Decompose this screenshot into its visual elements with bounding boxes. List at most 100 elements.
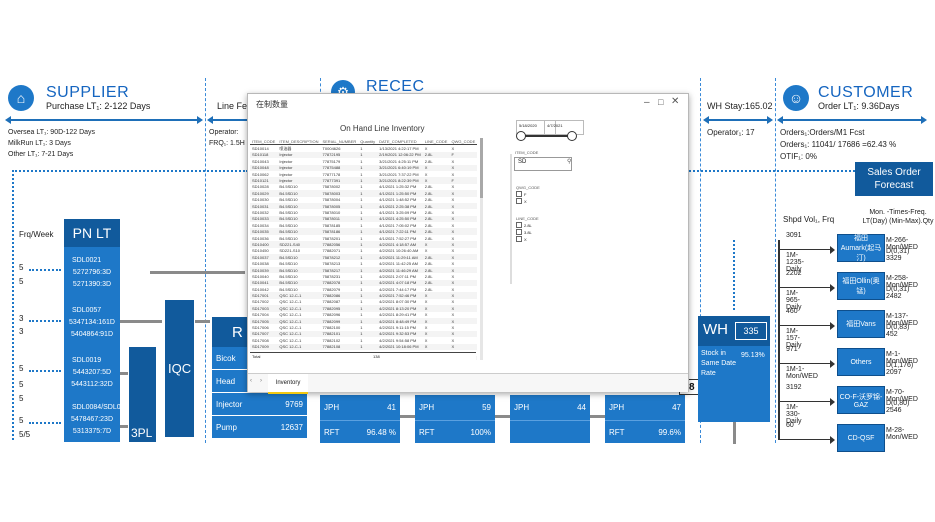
table-cell: 77875488 (320, 164, 359, 171)
table-column-header[interactable]: ITEM_DESCRIPTION (279, 138, 319, 144)
close-icon[interactable]: ✕ (671, 96, 680, 107)
date-slider-handle-right[interactable] (567, 131, 577, 141)
cust-vol: 60 (786, 422, 794, 429)
date-from-input[interactable]: 5/18/2020 (516, 120, 556, 135)
checkbox[interactable] (516, 229, 522, 235)
date-to-input[interactable]: 4/7/2021 (544, 120, 584, 135)
cust-range: D(0,80) 2546 (886, 400, 910, 414)
checkbox[interactable] (516, 236, 522, 242)
table-column-header[interactable]: ITEM_CODE (252, 138, 276, 144)
table-cell: 4/1/2021 1:48:52 PM (379, 197, 417, 203)
tab-inventory[interactable]: Inventory (268, 374, 308, 394)
table-column-header[interactable]: SERIAL_NUMBER (322, 138, 357, 144)
checkbox[interactable] (516, 222, 522, 228)
table-cell: B4.5SD10 (279, 261, 298, 267)
slicer-option[interactable]: 3.8L (516, 229, 532, 235)
date-slider-handle-left[interactable] (516, 131, 526, 141)
date-slider-track[interactable] (520, 135, 572, 137)
table-total-row: Total 138 (250, 352, 476, 360)
checkbox[interactable] (516, 198, 522, 204)
slicer-option-label: F (524, 191, 527, 197)
tab-next-icon[interactable]: › (260, 378, 262, 384)
table-cell: B4.5SD10 (277, 266, 321, 274)
slicer-option[interactable]: F (516, 191, 526, 197)
table-column-header[interactable]: LINE_CODE (424, 138, 448, 144)
table-cell: SD10043 (252, 158, 269, 164)
table-column-header[interactable]: Quantity (360, 138, 376, 144)
rm-row-label: Pump (216, 422, 237, 432)
table-scrollbar-thumb[interactable] (480, 138, 483, 198)
popup-window[interactable]: 在制数量 – □ ✕ On Hand Line Inventory ITEM_C… (247, 93, 689, 394)
table-cell: 4/2/2021 7:44:17 PM (379, 286, 417, 292)
table-cell: 2.8L (424, 286, 433, 292)
table-cell: X (422, 164, 450, 171)
checkbox[interactable] (516, 191, 522, 197)
table-cell: 77882100 (322, 325, 341, 331)
cust-arrow-head (830, 436, 835, 444)
slicer-scrollbar[interactable] (510, 154, 512, 284)
table-cell: 4/2/2021 8:29:41 PM (379, 312, 417, 318)
table-cell: 2.8L (422, 254, 450, 261)
table-cell: 1 (358, 241, 378, 248)
table-scrollbar[interactable] (480, 138, 483, 360)
popup-title-bar[interactable]: 在制数量 – □ ✕ (248, 94, 688, 114)
table-cell: X (451, 312, 455, 318)
cust-range: D(0,83) 452 (886, 324, 910, 338)
table-cell: 1 (358, 279, 378, 286)
table-cell: X (449, 228, 478, 235)
table-column-header[interactable]: QWG_CODE (451, 138, 476, 144)
rm-header: R (212, 317, 248, 347)
table-cell: 1 (360, 158, 363, 164)
table-cell: X (449, 254, 478, 261)
slicer-option[interactable]: X (516, 236, 527, 242)
table-cell: 1 (360, 299, 363, 305)
table-column-header[interactable]: DATE_COMPLETED (379, 138, 417, 144)
table-cell: X (451, 158, 455, 164)
slicer-option[interactable]: 2.8L (516, 222, 532, 228)
minimize-icon[interactable]: – (644, 97, 650, 108)
table-cell: X (424, 248, 428, 254)
maximize-icon[interactable]: □ (658, 97, 664, 107)
arrow-pn-to-iqc-3 (120, 425, 128, 428)
table-cell: B4.5SD10 (277, 254, 321, 261)
table-cell: 75878212 (320, 254, 359, 261)
item-code-search-input[interactable]: SD (514, 157, 572, 171)
frq-dotted-arrow (29, 320, 61, 322)
search-icon[interactable]: ⚲ (567, 159, 572, 165)
slicer-option[interactable]: X (516, 198, 527, 204)
tab-prev-icon[interactable]: ‹ (250, 378, 252, 384)
